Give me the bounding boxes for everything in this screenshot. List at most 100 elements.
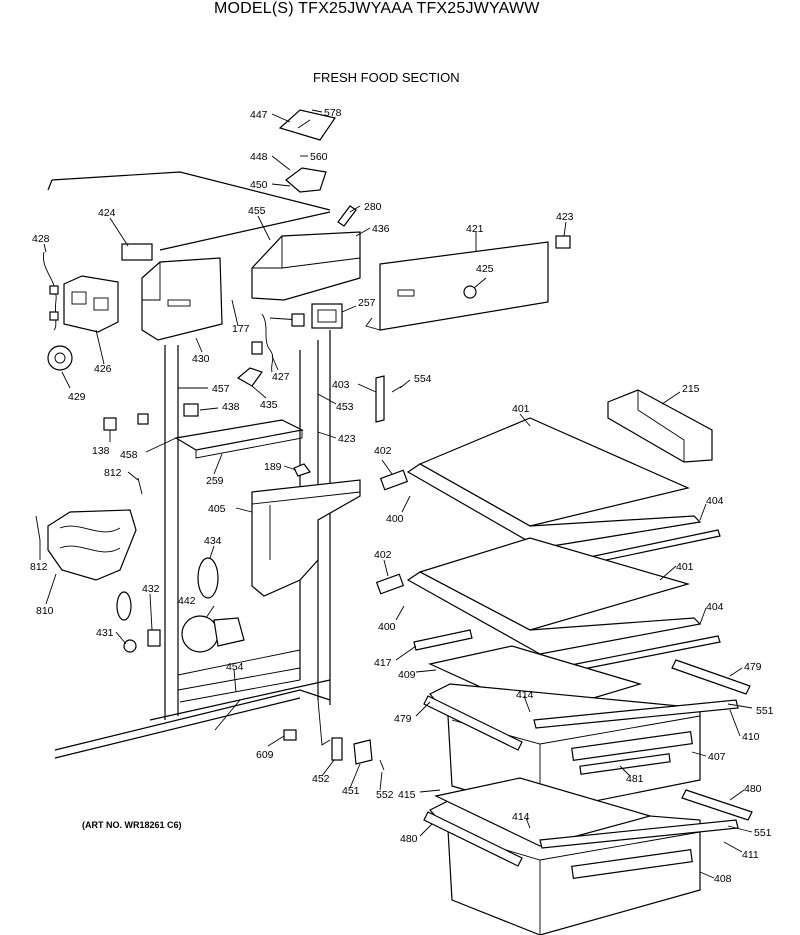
callout-812-b: 812 [30,561,48,573]
callout-404-b: 404 [706,601,724,613]
part-424-thermostat [121,243,153,261]
callout-405: 405 [208,503,226,515]
part-435-switch [236,367,263,387]
part-447-cover [278,109,336,141]
callout-423-b: 423 [338,433,356,445]
callout-403: 403 [332,379,350,391]
part-411-trim [539,819,739,849]
callout-189: 189 [264,461,282,473]
callout-451: 451 [342,785,360,797]
callout-457: 457 [212,383,230,395]
part-138-small-tab [137,413,149,425]
part-812-wire-a [137,477,143,495]
callout-401: 401 [512,403,530,415]
callout-454: 454 [226,661,244,673]
part-434-light-lens [197,557,219,599]
part-410-trim [533,699,739,729]
callout-402: 402 [374,445,392,457]
callout-427: 427 [272,371,290,383]
callout-400: 400 [386,513,404,525]
callout-442: 442 [178,595,196,607]
callout-560: 560 [310,151,328,163]
callout-411: 411 [742,849,759,861]
part-257-relay [311,303,343,329]
part-402-lower-end-cap [375,573,405,595]
part-436-housing [251,231,361,301]
model-title: MODEL(S) TFX25JWYAAA TFX25JWYAWW [214,0,540,17]
part-432-damper [116,591,161,647]
callout-447: 447 [250,109,268,121]
callout-400-b: 400 [378,621,396,633]
callout-408: 408 [714,873,732,885]
callout-452: 452 [312,773,330,785]
callout-479: 479 [744,661,762,673]
callout-429: 429 [68,391,86,403]
part-421-panel [365,241,549,331]
part-438-light-socket-b [103,417,117,431]
part-428-harness [43,251,59,331]
part-480-rail-left [423,811,523,867]
part-812-wire-b [35,515,41,541]
callout-257: 257 [358,297,376,309]
callout-434: 434 [204,535,222,547]
callout-448: 448 [250,151,268,163]
callout-480-b: 480 [400,833,418,845]
part-552-screw [379,759,385,771]
part-448-bracket [285,167,327,193]
part-452-bracket [331,737,343,761]
callout-432: 432 [142,583,160,595]
part-402-upper-end-cap [379,469,409,491]
part-189-clip [293,463,311,477]
part-554-screw [391,385,403,393]
callout-552: 552 [376,789,394,801]
part-427-wiring [251,313,305,373]
callout-480: 480 [744,783,762,795]
callout-259: 259 [206,475,224,487]
callout-labels: 447 578 448 560 450 280 424 455 436 421 … [30,107,774,885]
part-431-cap [123,639,137,653]
part-609-plug [283,729,297,741]
part-810-heater [47,509,137,581]
part-442-fan-motor [181,615,245,653]
part-451-hinge [353,739,373,765]
callout-609: 609 [256,749,274,761]
part-429-knob [47,345,73,371]
callout-450: 450 [250,179,268,191]
callout-280: 280 [364,201,382,213]
callout-426: 426 [94,363,112,375]
callout-407: 407 [708,751,726,763]
part-405-duct [251,479,361,597]
callout-810: 810 [36,605,54,617]
part-280-clip [337,205,357,227]
callout-410: 410 [742,731,760,743]
part-423-plug [555,235,571,249]
callout-812: 812 [104,467,122,479]
part-438-light-socket-a [183,403,199,417]
callout-578: 578 [324,107,342,119]
part-403-hinge [375,375,385,423]
callout-138: 138 [92,445,110,457]
part-481-handle [579,753,671,775]
callout-435: 435 [260,399,278,411]
part-417-rail [413,629,473,651]
callout-409: 409 [398,669,416,681]
part-426-box [63,275,119,333]
callout-177: 177 [232,323,250,335]
callout-458: 458 [120,449,138,461]
part-480-rail-right [681,789,753,821]
callout-554: 554 [414,373,432,385]
section-title: FRESH FOOD SECTION [313,70,460,85]
callout-401-b: 401 [676,561,694,573]
callout-481: 481 [626,773,644,785]
callout-404: 404 [706,495,724,507]
part-414-glass-lower [434,777,653,847]
part-454-panel [179,679,301,703]
part-430-control-housing [141,257,223,341]
callout-414: 414 [516,689,534,701]
part-479-rail-right [671,659,751,695]
callout-402-b: 402 [374,549,392,561]
callout-417: 417 [374,657,392,669]
callout-431: 431 [96,627,114,639]
callout-551-b: 551 [754,827,772,839]
